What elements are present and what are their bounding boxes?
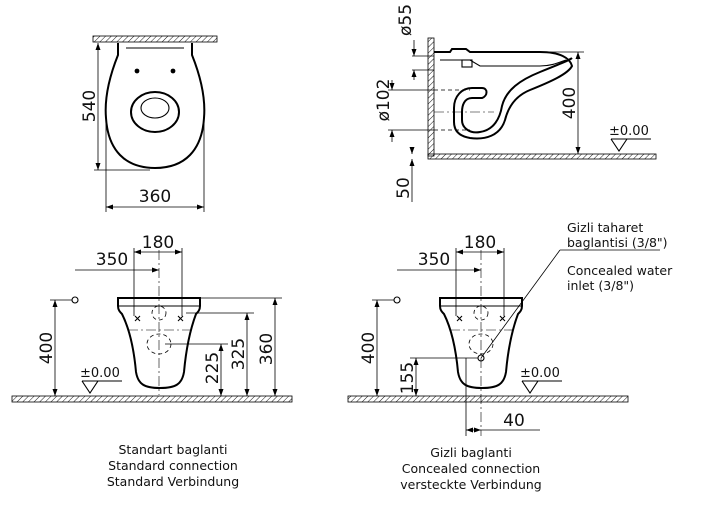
side-bowl-profile	[434, 48, 574, 140]
standard-connection-view: 180 350 400 225 325 360 ±0.00 Standart b…	[11, 233, 293, 489]
standard-caption-line-1: Standart baglanti	[119, 442, 228, 457]
side-view: ø55 ø102 50 400 ±0.00	[374, 4, 657, 202]
standard-level: ±0.00	[80, 366, 120, 381]
standard-dim-350: 350	[96, 250, 128, 270]
bowl-outline	[104, 43, 206, 170]
standard-bowl	[117, 297, 201, 390]
concealed-caption-line-2: Concealed connection	[402, 461, 540, 476]
concealed-caption-line-1: Gizli baglanti	[430, 445, 512, 460]
concealed-supply-icon	[393, 296, 401, 304]
side-level-marker	[610, 138, 651, 152]
concealed-level-marker	[521, 380, 562, 394]
fix-hole-right	[170, 68, 176, 74]
callout-line-2: baglantisi (3/8")	[567, 235, 668, 250]
standard-caption-line-2: Standard connection	[108, 458, 238, 473]
standard-dim-180: 180	[142, 233, 174, 253]
standard-floor-hatch	[11, 395, 293, 403]
concealed-dim-40: 40	[503, 411, 525, 431]
standard-dim-325: 325	[229, 338, 249, 370]
callout-leader	[480, 249, 561, 359]
concealed-dim-350: 350	[418, 250, 450, 270]
standard-dim-225: 225	[203, 352, 223, 384]
concealed-dim-400: 400	[359, 332, 379, 364]
side-floor-hatch	[427, 153, 657, 160]
bowl-opening	[130, 91, 180, 133]
concealed-caption-line-3: versteckte Verbindung	[400, 477, 541, 492]
concealed-inlet	[473, 305, 489, 321]
dim-side-400: 400	[560, 87, 580, 119]
side-inner-line	[440, 59, 567, 67]
dim-50: 50	[394, 177, 414, 199]
standard-dim-360: 360	[257, 333, 277, 365]
concealed-connection-view: 180 350 400 155 40 Gizli taharet baglant…	[347, 220, 673, 492]
dim-d102: ø102	[374, 79, 394, 122]
dim-360: 360	[139, 187, 171, 207]
standard-dim-400: 400	[37, 332, 57, 364]
concealed-floor-hatch	[347, 395, 629, 403]
callout-line-1: Gizli taharet	[567, 220, 643, 235]
wall-hatch	[92, 35, 218, 43]
seat-inner	[140, 97, 170, 119]
dim-540: 540	[80, 90, 100, 122]
side-inlet	[461, 59, 473, 68]
standard-caption-line-3: Standard Verbindung	[107, 474, 239, 489]
fix-hole-left	[134, 68, 140, 74]
concealed-dim-180: 180	[464, 233, 496, 253]
dim-d55: ø55	[396, 4, 416, 36]
callout-line-3: Concealed water	[567, 263, 673, 278]
concealed-bowl	[439, 297, 523, 390]
concealed-level: ±0.00	[520, 366, 560, 381]
callout-line-4: inlet (3/8")	[567, 278, 634, 293]
standard-level-marker	[81, 380, 122, 394]
standard-inlet	[151, 305, 167, 321]
front-view: 540 360	[80, 35, 218, 212]
side-level: ±0.00	[609, 124, 649, 139]
concealed-dim-155: 155	[398, 362, 418, 394]
standard-supply-icon	[71, 296, 79, 304]
